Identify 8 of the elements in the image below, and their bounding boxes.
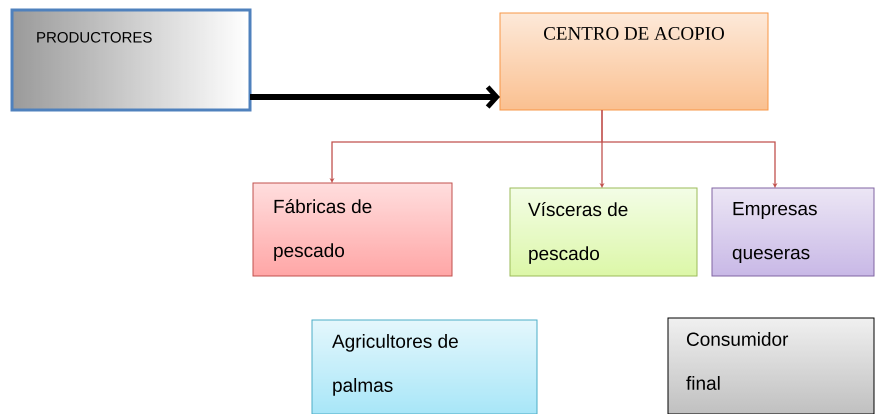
arrow bbox=[250, 85, 500, 109]
process-box: Consumidor final bbox=[668, 318, 874, 414]
process-box: Vísceras de pescado bbox=[510, 188, 698, 276]
process-box: Agricultores de palmas bbox=[312, 320, 538, 414]
process-box: CENTRO DE ACOPIO bbox=[500, 12, 768, 110]
process-box: Empresas queseras bbox=[712, 188, 874, 276]
process-box: PRODUCTORES bbox=[10, 8, 252, 112]
process-box: Fábricas de pescado bbox=[252, 182, 452, 276]
